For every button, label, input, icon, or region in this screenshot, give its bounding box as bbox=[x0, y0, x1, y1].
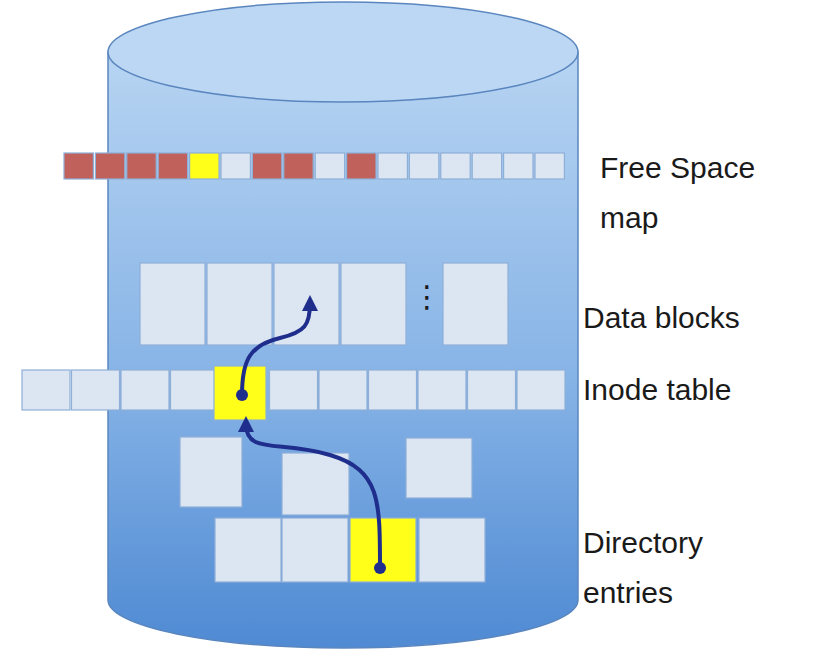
inode bbox=[369, 370, 417, 410]
free-space-bit bbox=[347, 153, 376, 179]
free-space-bit bbox=[315, 153, 344, 179]
pointer-arrow bbox=[246, 424, 380, 568]
directory-entry bbox=[282, 518, 348, 582]
inode bbox=[319, 370, 367, 410]
directory-entry bbox=[419, 518, 485, 582]
inode bbox=[121, 370, 169, 410]
directory-entry bbox=[215, 518, 281, 582]
section-label: Inode table bbox=[583, 365, 823, 415]
inode bbox=[171, 370, 219, 410]
pointer-dot bbox=[236, 389, 248, 401]
inode bbox=[72, 370, 120, 410]
free-space-bit bbox=[221, 153, 250, 179]
free-space-bit bbox=[441, 153, 470, 179]
ellipsis-mark: ⋮ bbox=[412, 280, 442, 314]
free-space-bit bbox=[284, 153, 313, 179]
data-block bbox=[274, 263, 339, 345]
pointer-arrows bbox=[236, 303, 386, 574]
free-space-bit bbox=[378, 153, 407, 179]
cylinder-body bbox=[108, 52, 578, 648]
pointer-dot bbox=[374, 562, 386, 574]
free-space-bit bbox=[252, 153, 281, 179]
free-space-bit bbox=[158, 153, 187, 179]
directory-block bbox=[282, 453, 349, 515]
cylinder-top bbox=[108, 2, 578, 102]
free-space-bit bbox=[64, 153, 93, 179]
free-space-bit bbox=[409, 153, 438, 179]
free-space-bit bbox=[504, 153, 533, 179]
free-space-bit bbox=[95, 153, 124, 179]
section-label: Free Space map bbox=[600, 143, 795, 243]
pointer-arrow bbox=[242, 303, 310, 395]
free-space-bit bbox=[127, 153, 156, 179]
data-block bbox=[341, 263, 406, 345]
inode bbox=[517, 370, 565, 410]
block-squares bbox=[22, 153, 565, 582]
inode-selected bbox=[214, 366, 266, 420]
directory-block bbox=[406, 438, 472, 498]
section-label: Data blocks bbox=[583, 293, 823, 343]
directory-entry-selected bbox=[350, 518, 416, 582]
data-block bbox=[443, 263, 508, 345]
data-block bbox=[140, 263, 205, 345]
section-label: Directory entries bbox=[583, 518, 778, 618]
directory-block bbox=[180, 437, 242, 507]
inode bbox=[418, 370, 466, 410]
inode bbox=[22, 370, 70, 410]
inode bbox=[468, 370, 516, 410]
free-space-bit bbox=[472, 153, 501, 179]
free-space-bit bbox=[190, 153, 219, 179]
free-space-bit bbox=[535, 153, 564, 179]
inode bbox=[270, 370, 318, 410]
data-block bbox=[207, 263, 272, 345]
